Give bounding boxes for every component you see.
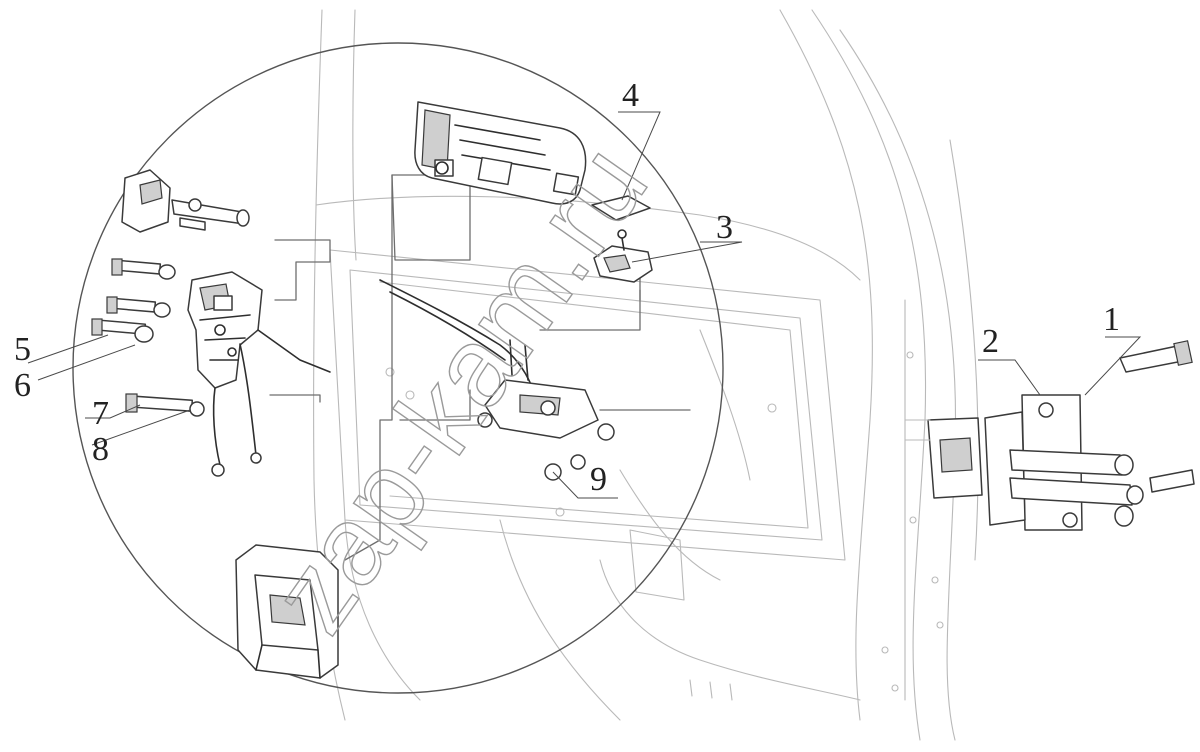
watermark: zap-kam.ru — [247, 123, 671, 654]
callout-7: 7 — [92, 395, 109, 432]
upper-hinge-bracket — [121, 169, 250, 233]
callout-4: 4 — [622, 77, 639, 114]
leader-lines — [27, 111, 1142, 499]
callout-3: 3 — [716, 209, 733, 246]
inner-latch-assembly — [379, 279, 615, 481]
callout-2: 2 — [982, 323, 999, 360]
callout-1: 1 — [1103, 301, 1120, 338]
outer-door-handle — [414, 101, 587, 205]
handle-gasket — [591, 195, 651, 221]
door-lock-mechanism — [187, 271, 331, 477]
callout-5: 5 — [14, 331, 31, 368]
detail-magnifier-circle — [72, 42, 724, 694]
callout-8: 8 — [92, 431, 109, 468]
washer-8 — [189, 401, 205, 417]
callout-labels: 1 2 3 4 5 6 7 8 9 — [14, 77, 1120, 498]
callout-6: 6 — [14, 367, 31, 404]
inner-handle-housing — [235, 544, 339, 679]
callout-9: 9 — [590, 461, 607, 498]
mounting-bolts — [91, 258, 205, 417]
washer-6 — [134, 325, 154, 343]
door-hinge — [904, 340, 1195, 531]
lock-cylinder-bracket — [593, 229, 653, 283]
